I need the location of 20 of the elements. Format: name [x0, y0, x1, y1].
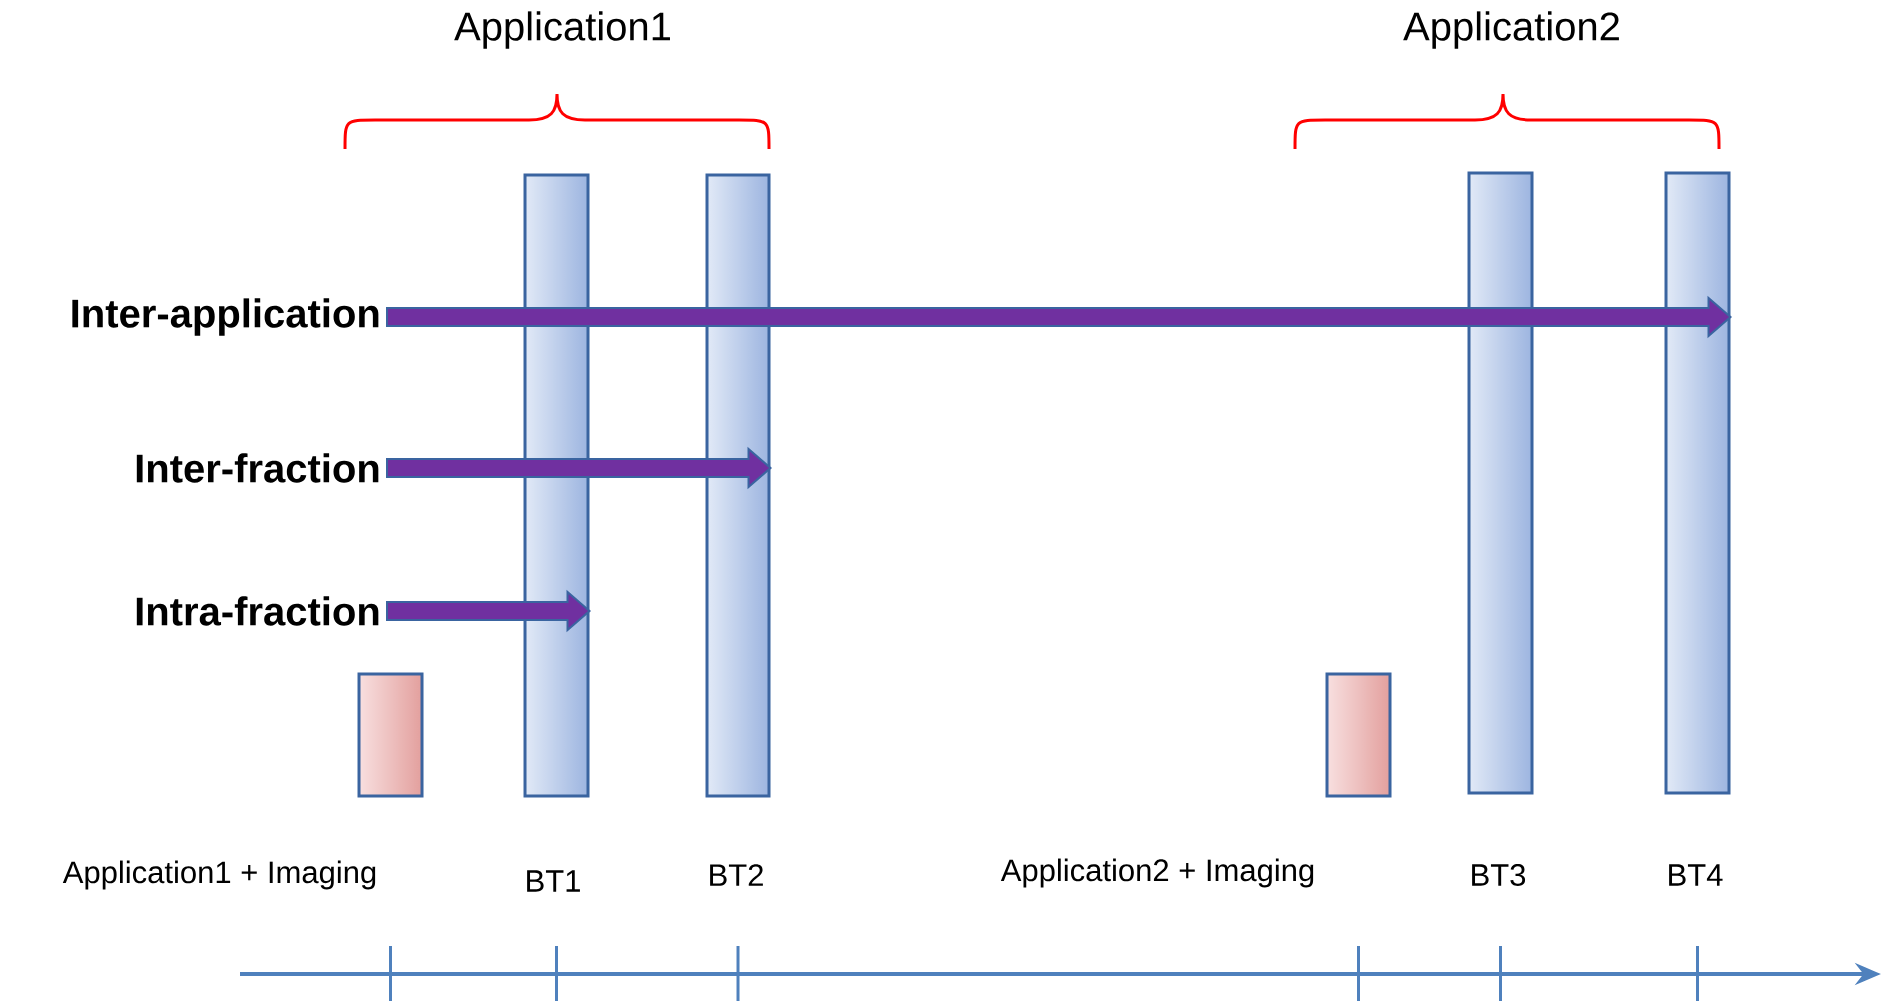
axis-label: BT1 — [527, 870, 580, 892]
imaging-box — [1325, 672, 1392, 798]
row-label: Inter-fraction — [136, 453, 379, 483]
treatment-bar — [1467, 171, 1534, 795]
imaging-box — [357, 672, 424, 798]
row-label: Intra-fraction — [136, 596, 379, 626]
arrow — [386, 295, 1733, 339]
treatment-bar — [705, 173, 771, 798]
axis-label: BT2 — [710, 864, 763, 886]
treatment-bar — [1664, 171, 1731, 795]
group-title: Application2 — [1403, 11, 1619, 49]
axis-label: BT4 — [1669, 864, 1723, 886]
arrow — [386, 446, 773, 490]
row-label: Inter-application — [72, 298, 379, 336]
axis-label: BT3 — [1472, 864, 1526, 886]
treatment-bar — [523, 173, 590, 798]
arrow — [386, 589, 592, 633]
axis-label: Application2 + Imaging — [1000, 858, 1314, 888]
group-title: Application1 — [454, 11, 670, 49]
axis-label: Application1 + Imaging — [62, 860, 376, 890]
